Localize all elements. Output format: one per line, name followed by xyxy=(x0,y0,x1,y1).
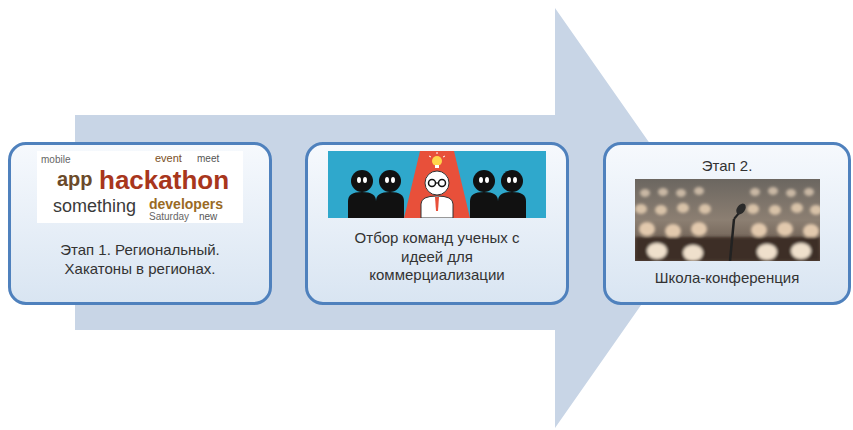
cloud-word: event xyxy=(155,153,182,164)
node-text: Отбор команд ученых с идеей для коммерци… xyxy=(337,229,537,285)
team-illustration xyxy=(328,151,546,218)
word-cloud: hackathon event app something developers meet… xyxy=(37,151,243,223)
text-area: Школа-конференция xyxy=(614,261,840,296)
text-area: Этап 1. Региональный. Хакатоны в региона… xyxy=(19,223,261,296)
cloud-word: app xyxy=(57,169,93,189)
cloud-word: hackathon xyxy=(99,167,229,193)
conference-photo xyxy=(635,179,820,261)
node-text: Этап 2. xyxy=(702,157,753,176)
cloud-word: new xyxy=(199,212,217,222)
stage-box: Этап 2. Школа-конференция xyxy=(603,142,851,305)
cloud-word: mobile xyxy=(41,155,70,165)
cloud-word: developers xyxy=(149,197,223,211)
stage-box: hackathon event app something developers meet… xyxy=(8,142,272,305)
text-area: Отбор команд ученых с идеей для коммерци… xyxy=(316,218,558,296)
node-text: Этап 1. Региональный. Хакатоны в региона… xyxy=(40,241,240,279)
stage-box: Отбор команд ученых с идеей для коммерци… xyxy=(305,142,569,305)
cloud-word: meet xyxy=(197,154,219,164)
cloud-word: Saturday xyxy=(149,212,189,222)
cloud-word: something xyxy=(53,197,136,215)
node-text: Школа-конференция xyxy=(655,269,800,288)
